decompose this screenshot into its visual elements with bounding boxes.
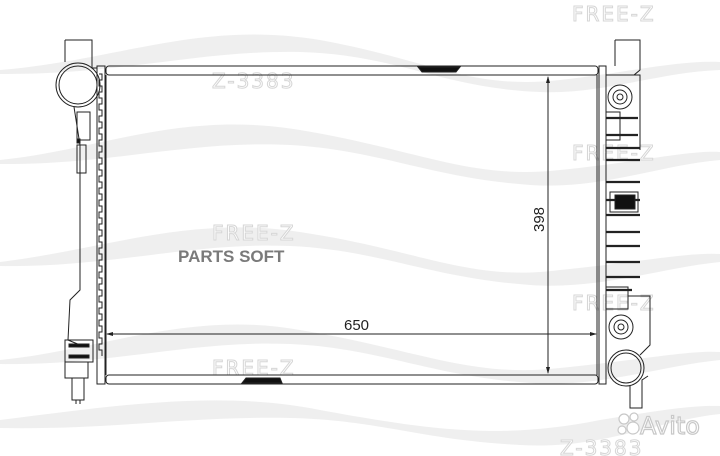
watermark-brand: FREE-Z [572,2,656,26]
right-tank [598,39,651,409]
dimension-width: 650 [106,317,597,336]
watermark-brand: FREE-Z [212,221,296,245]
avito-logo: Avito [617,411,701,441]
watermark-brand: FREE-Z [572,141,656,165]
background-waves [0,34,720,446]
dimension-height: 398 [531,76,550,374]
parts-soft-watermark: PARTS SOFT [178,247,285,266]
height-dimension-label: 398 [531,207,548,232]
watermark-brand: FREE-Z [572,291,656,315]
radiator-core [105,65,599,385]
watermark-part-number: Z-3383 [560,436,643,456]
avito-logo-text: Avito [640,412,700,440]
watermark-brand: FREE-Z [212,356,296,380]
left-tank [55,39,106,404]
width-dimension-label: 650 [344,317,369,334]
watermark-part-number: Z-3383 [212,69,295,93]
